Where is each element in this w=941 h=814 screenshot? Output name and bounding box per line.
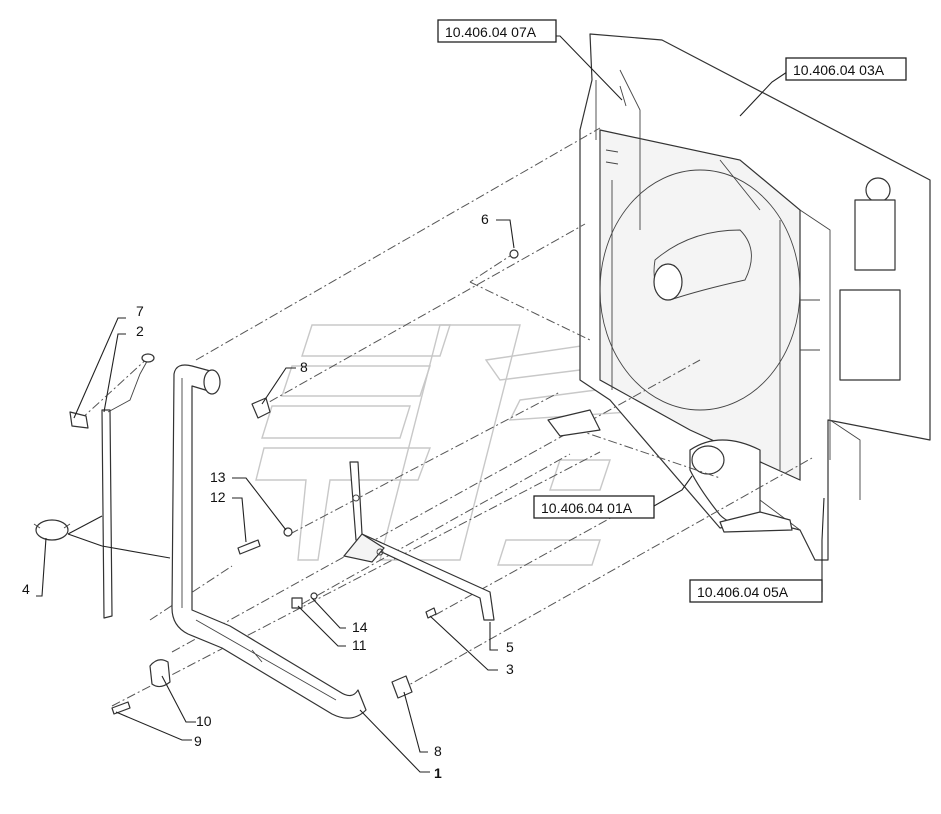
callout-12: 12 (210, 489, 226, 505)
washer-part-14 (310, 592, 318, 600)
callout-11: 11 (352, 637, 367, 653)
ref-box-05a (689, 579, 823, 603)
callout-14: 14 (352, 619, 368, 635)
ref-box-01a (533, 495, 655, 519)
tube-part-1 (171, 364, 367, 719)
hose-clamp-part-8-lower (391, 675, 413, 699)
support-bracket-part-5 (342, 461, 495, 621)
callout-10: 10 (196, 713, 212, 729)
callout-6: 6 (481, 211, 489, 227)
callout-3: 3 (506, 661, 514, 677)
alignment-lines (79, 127, 813, 707)
callout-2: 2 (136, 323, 144, 339)
callout-9: 9 (194, 733, 202, 749)
ref-label-01a: 10.406.04 01A (541, 500, 633, 516)
spacer-part-11 (291, 597, 303, 609)
hose-clamp-part-4 (33, 515, 171, 559)
hardware-parts (111, 249, 793, 715)
callout-5: 5 (506, 639, 514, 655)
cooling-package (579, 33, 931, 561)
callout-1: 1 (434, 765, 442, 781)
nut-part-6 (509, 249, 519, 259)
callout-13: 13 (210, 469, 226, 485)
screw-part-3 (425, 607, 437, 619)
callout-4: 4 (22, 581, 30, 597)
ref-label-05a: 10.406.04 05A (697, 584, 789, 600)
clip-part-10 (149, 659, 171, 688)
bracket-rod-part-2 (69, 353, 155, 619)
ref-box-07a (437, 19, 557, 43)
ref-box-03a (785, 57, 907, 81)
ref-label-03a: 10.406.04 03A (793, 62, 885, 78)
reference-boxes: 10.406.04 07A 10.406.04 03A 10.406.04 01… (437, 19, 907, 603)
callout-8-upper: 8 (300, 359, 308, 375)
ref-label-07a: 10.406.04 07A (445, 24, 537, 40)
bolt-part-12 (237, 539, 261, 555)
hose-clamp-part-8-upper (251, 397, 271, 419)
callout-numbers: 6 7 2 8 13 12 4 14 11 5 3 10 9 8 1 (22, 211, 514, 781)
callout-8-lower: 8 (434, 743, 442, 759)
screw-part-9 (111, 701, 131, 715)
callout-leaders (36, 35, 825, 773)
callout-7: 7 (136, 303, 144, 319)
